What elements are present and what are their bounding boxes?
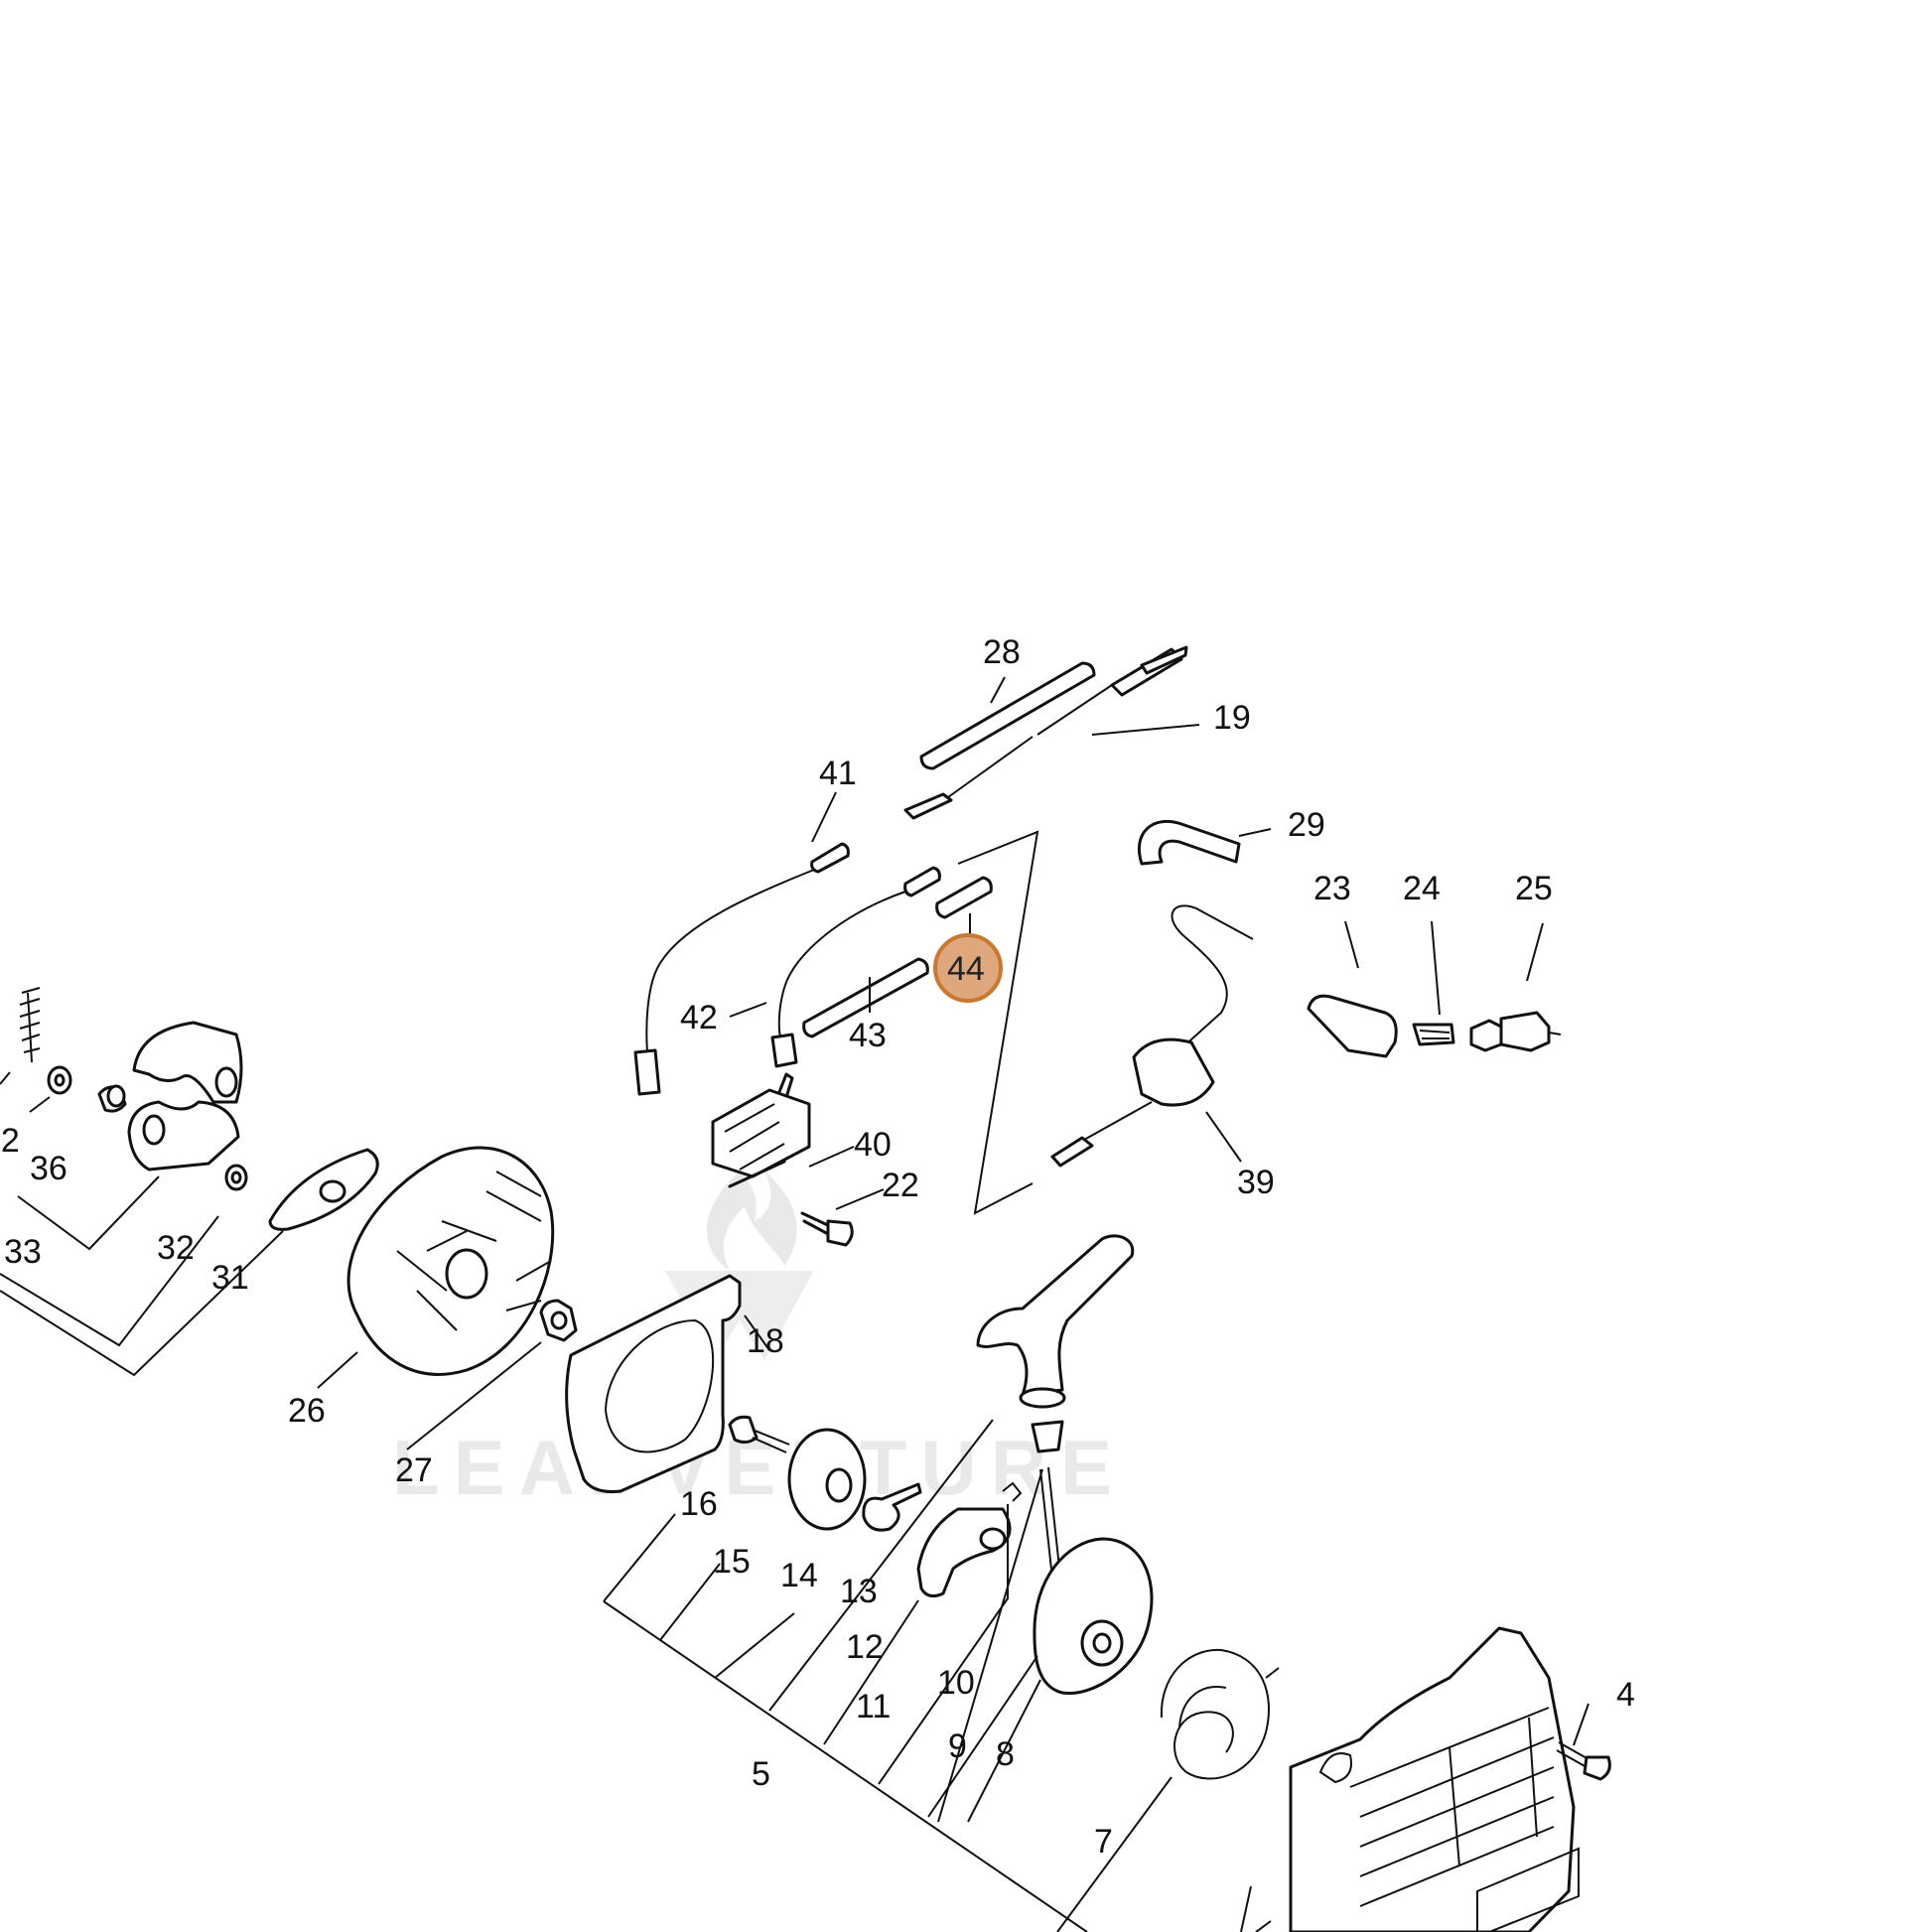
label-11[interactable]: 11 — [856, 1688, 891, 1725]
part-33-clutch-shoe-upper[interactable] — [132, 1021, 243, 1104]
label-8[interactable]: 8 — [996, 1735, 1015, 1773]
label-18[interactable]: 18 — [747, 1322, 784, 1360]
label-10[interactable]: 10 — [937, 1664, 975, 1702]
label-16[interactable]: 16 — [680, 1485, 718, 1523]
part-4-screw[interactable] — [1556, 1741, 1611, 1781]
label-29[interactable]: 29 — [1288, 806, 1325, 844]
label-14[interactable]: 14 — [780, 1557, 818, 1594]
label-26[interactable]: 26 — [288, 1392, 326, 1430]
part-31-plate[interactable] — [268, 1148, 379, 1231]
label-13[interactable]: 13 — [840, 1573, 878, 1610]
part-24-clip[interactable] — [1412, 1023, 1455, 1046]
kit-bracket-lines — [957, 830, 1039, 1215]
part-36-bushing[interactable] — [97, 1084, 127, 1113]
label-19[interactable]: 19 — [1213, 699, 1251, 737]
part-spring[interactable] — [19, 987, 41, 1063]
label-43[interactable]: 43 — [849, 1017, 887, 1054]
part-14-clip[interactable] — [862, 1482, 922, 1532]
part-15-washer[interactable] — [787, 1428, 867, 1531]
label-44[interactable]: 44 — [947, 950, 985, 988]
part-43-tube[interactable] — [802, 957, 929, 1038]
part-10-bushing[interactable] — [1031, 1420, 1064, 1453]
part-41-wire[interactable] — [633, 842, 850, 1096]
label-22[interactable]: 22 — [882, 1167, 919, 1204]
part-13-handle[interactable] — [976, 1234, 1135, 1409]
label-41[interactable]: 41 — [819, 755, 857, 792]
part-27-nut[interactable] — [539, 1299, 578, 1342]
part-18-starter-guide[interactable] — [565, 1274, 742, 1493]
label-9[interactable]: 9 — [948, 1727, 967, 1765]
label-33[interactable]: 33 — [4, 1233, 42, 1271]
part-29-pipe[interactable] — [1137, 819, 1241, 866]
part-starter-cover[interactable] — [1289, 1626, 1580, 1932]
label-36[interactable]: 36 — [30, 1150, 68, 1187]
label-7[interactable]: 7 — [1094, 1823, 1113, 1861]
label-24[interactable]: 24 — [1403, 870, 1441, 907]
part-8-pulley[interactable] — [1033, 1537, 1154, 1696]
part-12-pawl[interactable] — [916, 1507, 1012, 1598]
part-42-wire[interactable] — [770, 866, 941, 1068]
part-9-rope[interactable] — [1039, 1466, 1061, 1580]
label-32-left[interactable]: 32 — [0, 1122, 20, 1160]
part-26-flywheel[interactable] — [346, 1146, 555, 1376]
part-11-spring[interactable] — [1002, 1481, 1023, 1502]
highlight-44-circle — [933, 933, 1003, 1003]
label-42[interactable]: 42 — [680, 999, 718, 1036]
part-23-boot[interactable] — [1307, 994, 1398, 1058]
part-39-coil[interactable] — [1050, 904, 1254, 1168]
part-16-bolt[interactable] — [728, 1415, 790, 1453]
label-23[interactable]: 23 — [1313, 870, 1351, 907]
part-32-washer-right[interactable] — [224, 1164, 248, 1191]
part-28-tube[interactable] — [919, 661, 1096, 770]
part-22-screw[interactable] — [800, 1211, 854, 1247]
label-27[interactable]: 27 — [395, 1451, 433, 1489]
label-39[interactable]: 39 — [1237, 1164, 1275, 1201]
label-40[interactable]: 40 — [854, 1126, 892, 1164]
label-4[interactable]: 4 — [1616, 1676, 1635, 1714]
label-25[interactable]: 25 — [1515, 870, 1553, 907]
part-labels: 28 19 41 29 23 24 25 42 43 44 40 22 39 3… — [0, 633, 1635, 1861]
label-28[interactable]: 28 — [983, 633, 1021, 671]
part-44-tube[interactable] — [935, 876, 993, 919]
label-15[interactable]: 15 — [713, 1543, 751, 1581]
label-5[interactable]: 5 — [752, 1755, 770, 1793]
part-40-ignition-module[interactable] — [711, 1072, 811, 1188]
label-12[interactable]: 12 — [846, 1628, 884, 1666]
label-32[interactable]: 32 — [157, 1229, 195, 1267]
part-25-spark-plug[interactable] — [1469, 1011, 1562, 1052]
part-33-clutch-shoe-lower[interactable] — [127, 1100, 240, 1172]
part-32-washer-left[interactable] — [47, 1065, 72, 1095]
part-19-wire[interactable] — [903, 645, 1188, 820]
part-7-recoil-spring[interactable] — [1160, 1648, 1280, 1780]
leader-lines — [0, 676, 1589, 1932]
label-31[interactable]: 31 — [211, 1259, 249, 1297]
watermark-flame-icon — [706, 1172, 797, 1271]
